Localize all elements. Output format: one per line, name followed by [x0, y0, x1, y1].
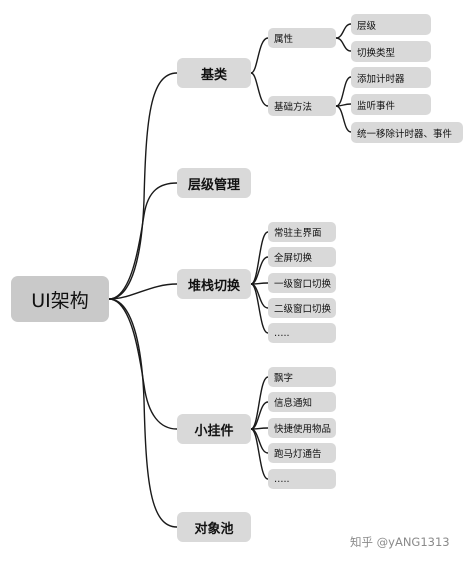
node-level1-window-switch: 一级窗口切换 [268, 273, 336, 293]
connector-duizhan-2 [250, 256, 269, 285]
connector-duizhan-5 [250, 283, 269, 334]
branch-object-pool: 对象池 [177, 512, 251, 542]
node-fullscreen-switch: 全屏切换 [268, 247, 336, 267]
branch-stack-switching: 堆栈切换 [177, 269, 251, 299]
connector-root-duixiangchi [108, 298, 178, 528]
branch-layer-management: 层级管理 [177, 168, 251, 198]
node-properties: 属性 [268, 28, 336, 48]
connector-root-xiaoguajian [108, 298, 178, 430]
connector-fangfa-yichu [335, 105, 352, 133]
connector-jilei-jichufangfa [250, 72, 269, 107]
node-layer: 层级 [351, 14, 431, 35]
connector-root-cengji [108, 182, 178, 300]
node-stack-ellipsis: ….. [268, 323, 336, 343]
branch-base-class: 基类 [177, 58, 251, 88]
node-switch-type: 切换类型 [351, 41, 431, 62]
connector-guajian-2 [250, 401, 269, 430]
connector-shuxing-qiehuanleixing [335, 37, 352, 52]
node-floating-text: 飘字 [268, 367, 336, 387]
node-base-methods: 基础方法 [268, 96, 336, 116]
connector-root-jilei [108, 72, 178, 300]
node-info-notice: 信息通知 [268, 392, 336, 412]
node-add-timer: 添加计时器 [351, 67, 431, 88]
node-widget-ellipsis: ….. [268, 469, 336, 489]
node-resident-main-ui: 常驻主界面 [268, 222, 336, 242]
node-level2-window-switch: 二级窗口切换 [268, 298, 336, 318]
node-marquee-notice: 跑马灯通告 [268, 443, 336, 463]
branch-widgets: 小挂件 [177, 414, 251, 444]
node-quick-use-item: 快捷使用物品 [268, 418, 336, 438]
connector-shuxing-cengji [335, 23, 352, 39]
node-remove-timer-event: 统一移除计时器、事件 [351, 122, 463, 143]
connector-root-duizhan [108, 283, 178, 300]
watermark: 知乎 @yANG1313 [350, 535, 450, 549]
connector-guajian-5 [250, 428, 269, 480]
connector-jilei-shuxing [250, 37, 269, 74]
connector-fangfa-jishiqi [335, 76, 352, 107]
root-node-ui-architecture: UI架构 [11, 276, 109, 322]
node-listen-event: 监听事件 [351, 94, 431, 115]
